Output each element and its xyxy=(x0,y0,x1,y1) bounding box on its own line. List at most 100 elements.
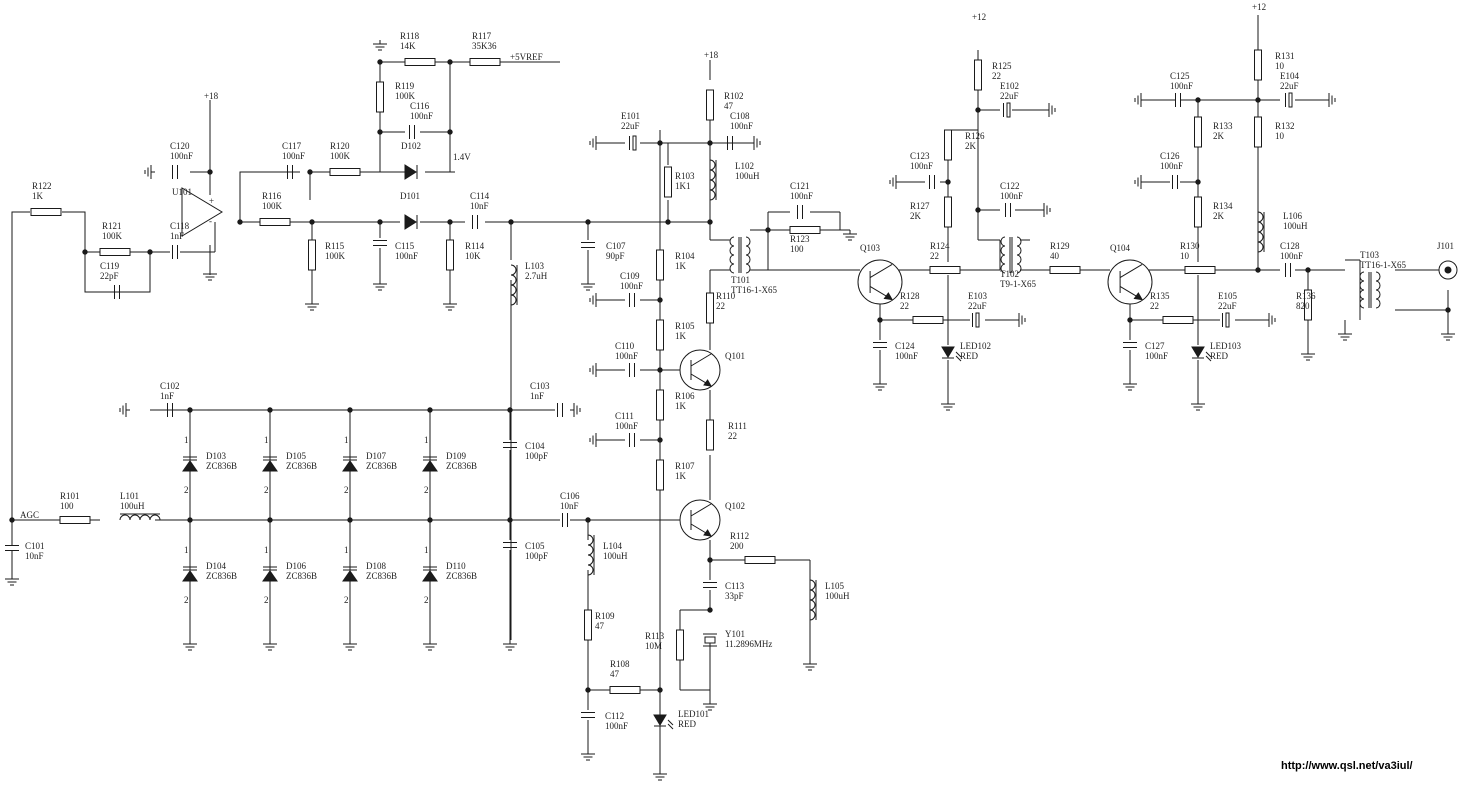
y101-value-label: 11.2896MHz xyxy=(725,639,772,649)
l105-ref-label: L105 xyxy=(825,581,844,591)
r122-resistor xyxy=(30,208,62,216)
e103-ref-label: E103 xyxy=(968,291,987,301)
e105-value-label: 22uF xyxy=(1218,301,1237,311)
r105-value-label: 1K xyxy=(675,331,687,341)
junction-dot xyxy=(585,687,591,693)
c123-capacitor xyxy=(929,175,935,189)
r104-ref-label: R104 xyxy=(675,251,695,261)
junction-dot xyxy=(707,219,713,225)
l106-value-label: 100uH xyxy=(1283,221,1308,231)
d109-value-label: ZC836B xyxy=(446,461,477,471)
r120-resistor xyxy=(329,168,361,176)
junction-dot xyxy=(657,140,663,146)
c110-value-label: 100nF xyxy=(615,351,638,361)
c121-value-label: 100nF xyxy=(790,191,813,201)
junction-dot xyxy=(1255,267,1261,273)
r131-resistor xyxy=(1254,49,1262,81)
c106-ref-label: C106 xyxy=(560,491,580,501)
c124-capacitor xyxy=(873,342,887,348)
junction-dot xyxy=(657,437,663,443)
d101-diode xyxy=(404,214,418,230)
r117-ref-label: R117 xyxy=(472,31,492,41)
junction-dot xyxy=(1195,179,1201,185)
r111-value-label: 22 xyxy=(728,431,737,441)
r106-value-label: 1K xyxy=(675,401,687,411)
r131-value-label: 10 xyxy=(1275,61,1285,71)
d109-ref-label: D109 xyxy=(446,451,466,461)
c126-ref-label: C126 xyxy=(1160,151,1180,161)
r119-value-label: 100K xyxy=(395,91,416,101)
ground-symbol xyxy=(889,175,900,189)
t101-value-label: TT16-1-X65 xyxy=(731,285,777,295)
junction-dot xyxy=(707,140,713,146)
c114-capacitor xyxy=(472,215,478,229)
c117-capacitor xyxy=(287,165,293,179)
c123-value-label: 100nF xyxy=(910,161,933,171)
r113-ref-label: R113 xyxy=(645,631,665,641)
l103-value-label: 2.7uH xyxy=(525,271,548,281)
junction-dot xyxy=(507,407,513,413)
ground-symbol xyxy=(263,640,277,651)
d104-varactor-diode xyxy=(182,566,198,582)
r133-ref-label: R133 xyxy=(1213,121,1233,131)
ground-symbol xyxy=(941,400,955,411)
r136-resistor xyxy=(1304,289,1312,321)
pin-2-label: 2 xyxy=(184,485,189,495)
r129-resistor xyxy=(1049,266,1081,274)
t101-ref-label: T101 xyxy=(731,275,750,285)
pin-2-label: 2 xyxy=(344,595,349,605)
junction-dot xyxy=(377,59,383,65)
plus12-net-a: +12 xyxy=(972,12,986,22)
t102-ref-label: T102 xyxy=(1000,269,1019,279)
r116-value-label: 100K xyxy=(262,201,283,211)
c114-ref-label: C114 xyxy=(470,191,490,201)
vref-net-label: +5VREF xyxy=(510,52,543,62)
ground-symbol xyxy=(589,433,600,447)
l102-inductor xyxy=(709,159,717,201)
q103-ref-label: Q103 xyxy=(860,243,880,253)
r134-ref-label: R134 xyxy=(1213,201,1233,211)
junction-dot xyxy=(1255,97,1261,103)
ground-symbol xyxy=(570,403,581,417)
r112-value-label: 200 xyxy=(730,541,744,551)
e103-value-label: 22uF xyxy=(968,301,987,311)
r135-ref-label: R135 xyxy=(1150,291,1170,301)
op-amp-plus-label: + xyxy=(209,196,214,206)
pin-1-label: 1 xyxy=(184,545,189,555)
d106-ref-label: D106 xyxy=(286,561,306,571)
pin-1-label: 1 xyxy=(424,545,429,555)
pin-1-label: 1 xyxy=(344,435,349,445)
r126-resistor xyxy=(944,129,952,161)
r132-value-label: 10 xyxy=(1275,131,1285,141)
junction-dot xyxy=(657,297,663,303)
d104-value-label: ZC836B xyxy=(206,571,237,581)
c114-value-label: 10nF xyxy=(470,201,489,211)
q104-ref-label: Q104 xyxy=(1110,243,1130,253)
ground-symbol xyxy=(1441,330,1455,341)
j101-ref-label: J101 xyxy=(1437,241,1454,251)
junction-dot xyxy=(665,219,671,225)
d108-value-label: ZC836B xyxy=(366,571,397,581)
r115-resistor xyxy=(308,239,316,271)
r101-value-label: 100 xyxy=(60,501,74,511)
ground-symbol xyxy=(5,575,19,586)
junction-dot xyxy=(657,367,663,373)
c128-value-label: 100nF xyxy=(1280,251,1303,261)
r125-value-label: 22 xyxy=(992,71,1001,81)
l105-value-label: 100uH xyxy=(825,591,850,601)
r122-value-label: 1K xyxy=(32,191,44,201)
junction-dot xyxy=(447,219,453,225)
ground-symbol xyxy=(803,660,817,671)
c118-value-label: 1nF xyxy=(170,231,184,241)
r128-ref-label: R128 xyxy=(900,291,920,301)
junction-dot xyxy=(447,59,453,65)
pin-1-label: 1 xyxy=(264,545,269,555)
r102-ref-label: R102 xyxy=(724,91,744,101)
r105-ref-label: R105 xyxy=(675,321,695,331)
q102-npn-transistor xyxy=(679,499,721,541)
c128-ref-label: C128 xyxy=(1280,241,1300,251)
ground-symbol xyxy=(1191,400,1205,411)
source-url[interactable]: http://www.qsl.net/va3iul/ xyxy=(1281,760,1413,772)
r101-ref-label: R101 xyxy=(60,491,80,501)
c102-ref-label: C102 xyxy=(160,381,180,391)
